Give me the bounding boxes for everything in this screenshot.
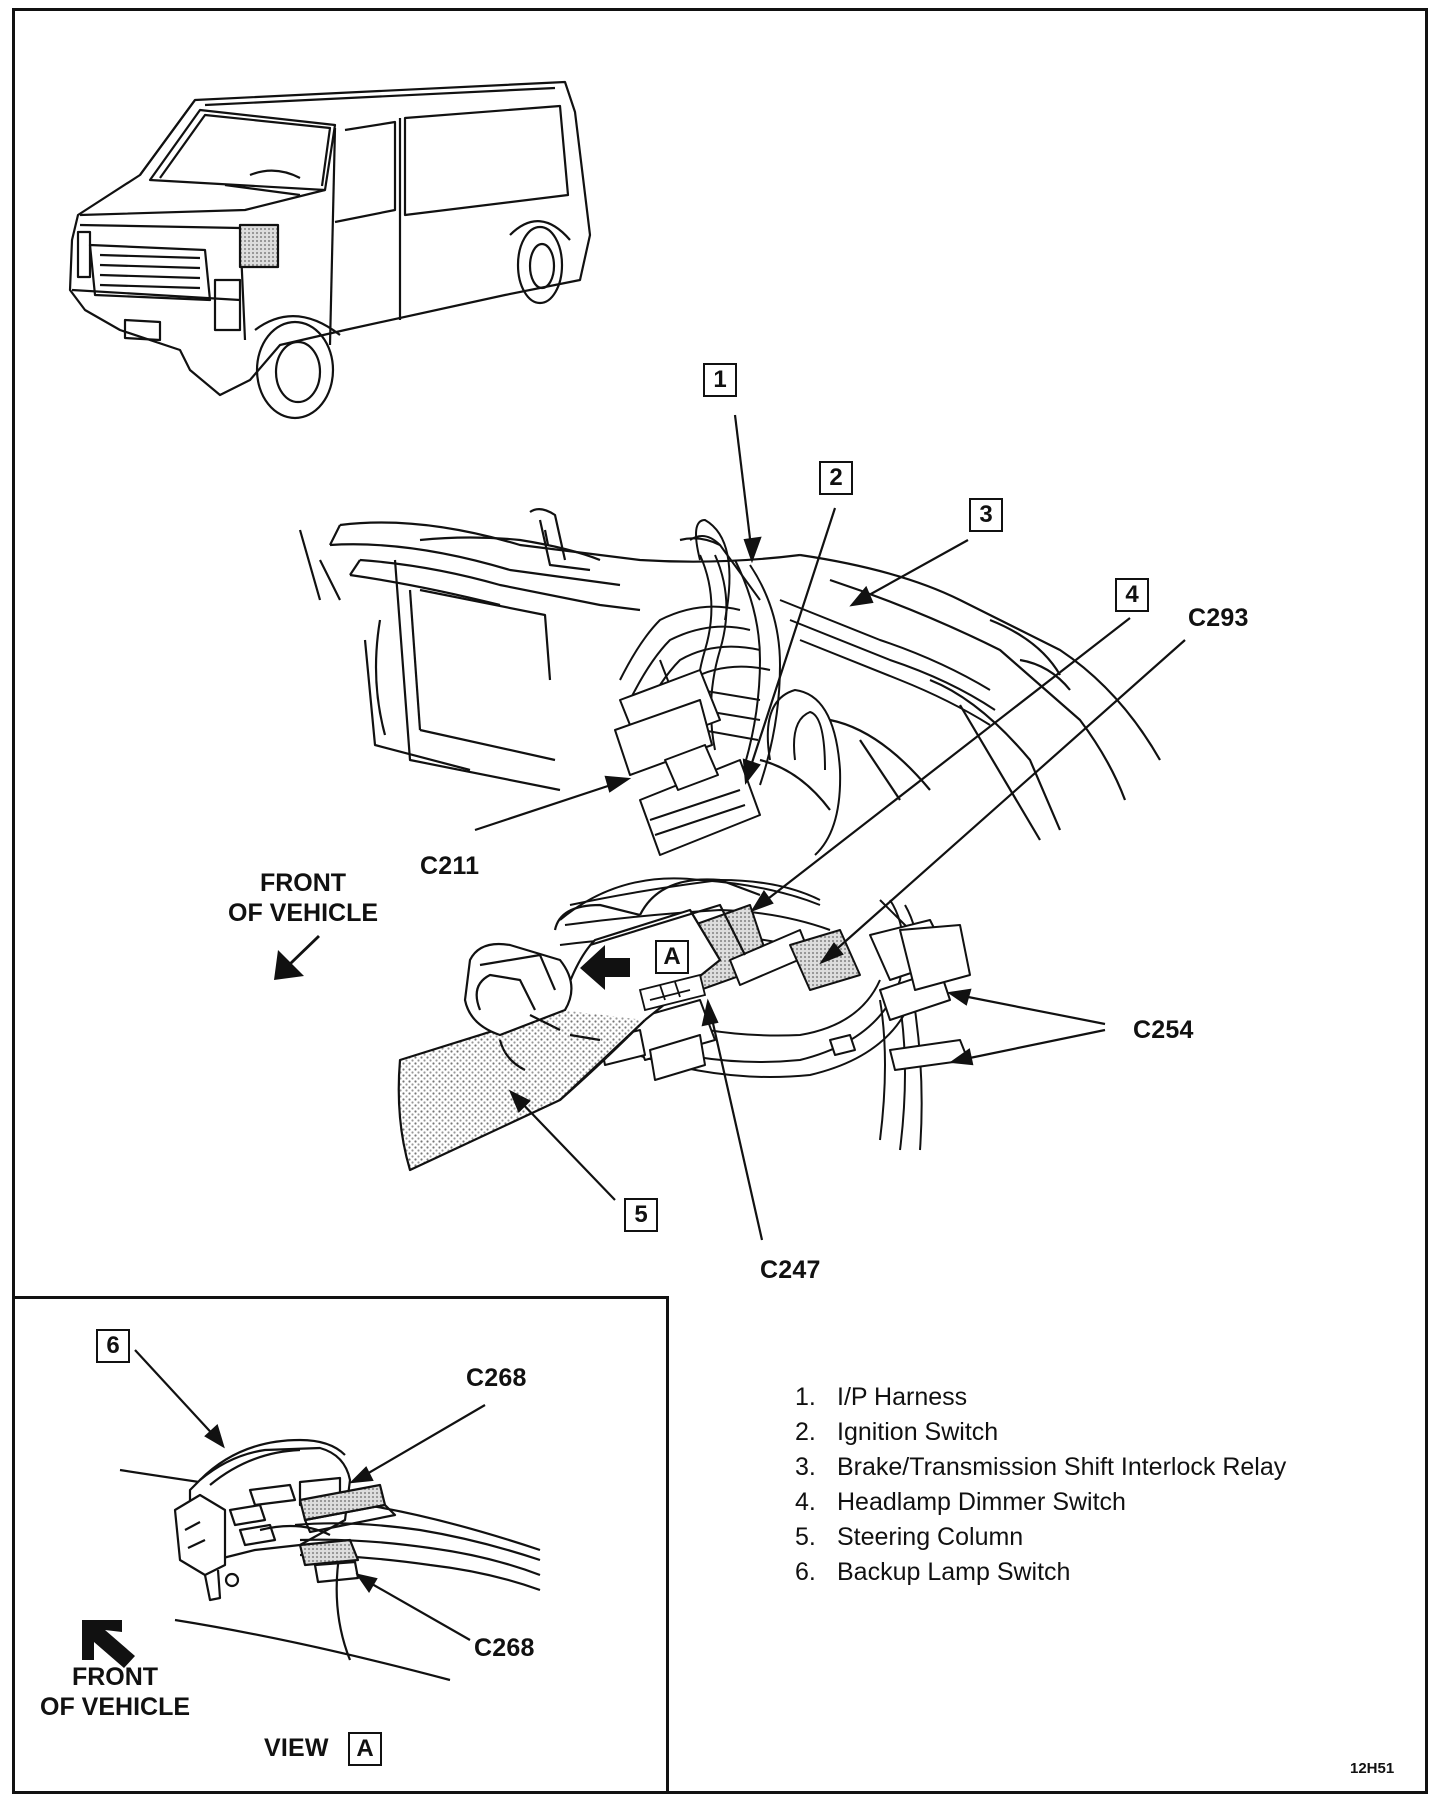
legend-number: 6.	[795, 1558, 816, 1586]
figure-id: 12H51	[1350, 1760, 1395, 1777]
legend-list: 1. I/P Harness 2. Ignition Switch 3. Brake/…	[795, 1380, 1286, 1590]
connector-label-c268-top: C268	[466, 1364, 527, 1392]
legend-item: 6. Backup Lamp Switch	[795, 1555, 1286, 1590]
inset-leader-lines	[134, 1349, 486, 1641]
connector-label-c211: C211	[420, 852, 480, 880]
callout-1: 1	[703, 363, 737, 397]
legend-number: 4.	[795, 1488, 816, 1516]
front-arrow-icon	[274, 935, 320, 980]
steering-column	[397, 878, 761, 1172]
front-of-vehicle-label: FRONT OF VEHICLE	[228, 868, 378, 928]
callout-6: 6	[96, 1329, 130, 1363]
legend-item: 4. Headlamp Dimmer Switch	[795, 1485, 1286, 1520]
connector-label-c247: C247	[760, 1256, 821, 1284]
instrument-panel-frame	[298, 508, 1161, 841]
legend-label: Steering Column	[837, 1523, 1024, 1551]
front-label-line1: FRONT	[259, 869, 347, 897]
inset-front-label-line1: FRONT	[71, 1663, 159, 1691]
harness-wraps	[695, 518, 842, 856]
view-a-arrow-icon	[580, 945, 630, 990]
van-illustration	[68, 80, 592, 420]
legend-label: Ignition Switch	[837, 1418, 999, 1446]
front-label-line2: OF VEHICLE	[228, 899, 379, 927]
view-label: VIEW	[264, 1734, 329, 1762]
legend-item: 2. Ignition Switch	[795, 1415, 1286, 1450]
legend-label: Backup Lamp Switch	[837, 1558, 1071, 1586]
callout-5: 5	[624, 1198, 658, 1232]
connector-label-c293: C293	[1188, 604, 1249, 632]
diagram-frame	[12, 8, 1428, 1794]
leader-lines	[474, 414, 1186, 1241]
legend-item: 1. I/P Harness	[795, 1380, 1286, 1415]
inset-front-arrow-icon	[82, 1620, 135, 1668]
column-switch-detail	[638, 973, 707, 1012]
legend-number: 3.	[795, 1453, 816, 1481]
legend-number: 1.	[795, 1383, 816, 1411]
connector-label-c268-bottom: C268	[474, 1634, 535, 1662]
connector-label-c254: C254	[1133, 1016, 1194, 1044]
legend-number: 2.	[795, 1418, 816, 1446]
legend-label: I/P Harness	[837, 1383, 968, 1411]
legend-item: 5. Steering Column	[795, 1520, 1286, 1555]
legend-label: Brake/Transmission Shift Interlock Relay	[837, 1453, 1287, 1481]
legend-item: 3. Brake/Transmission Shift Interlock Rel…	[795, 1450, 1286, 1485]
legend-label: Headlamp Dimmer Switch	[837, 1488, 1126, 1516]
callout-3: 3	[969, 498, 1003, 532]
inset-front-of-vehicle-label: FRONT OF VEHICLE	[40, 1662, 190, 1722]
callout-view-a: A	[655, 940, 689, 974]
callout-4: 4	[1115, 578, 1149, 612]
callout-view-a-inset: A	[348, 1732, 382, 1766]
inset-front-label-line2: OF VEHICLE	[40, 1693, 191, 1721]
legend-number: 5.	[795, 1523, 816, 1551]
callout-2: 2	[819, 461, 853, 495]
